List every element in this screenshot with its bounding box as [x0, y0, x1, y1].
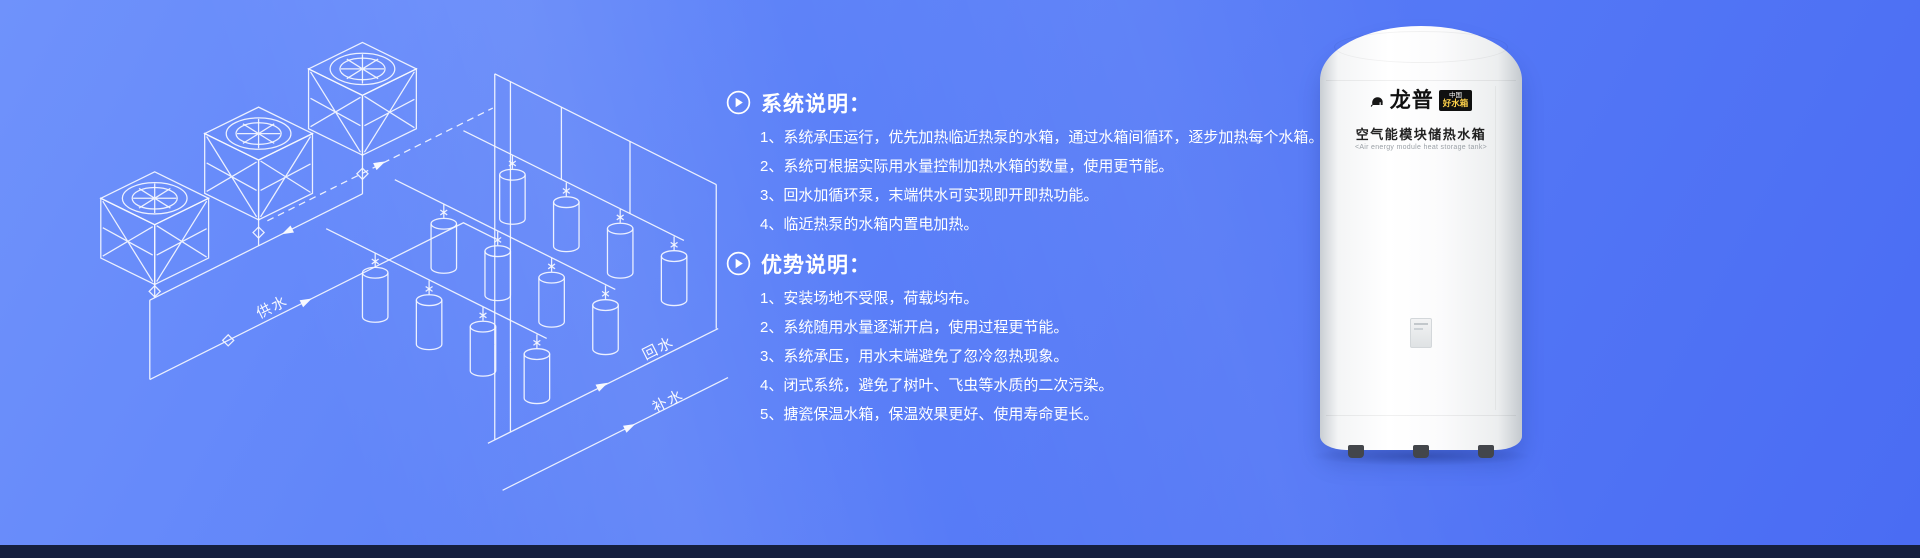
list-item: 1、安装场地不受限，荷载均布。	[760, 290, 979, 307]
product-tank-image: 龙普 中国 好水箱 空气能模块储热水箱 <Air energy module h…	[1310, 26, 1532, 466]
badge-line1: 中国	[1448, 92, 1462, 99]
description-panel: 系统说明： 1、系统承压运行，优先加热临近热泵的水箱，通过水箱间循环，逐步加热每…	[726, 86, 1366, 437]
system-points-list: 1、系统承压运行，优先加热临近热泵的水箱，通过水箱间循环，逐步加热每个水箱。 2…	[726, 123, 1366, 239]
brand-badge: 中国 好水箱	[1438, 90, 1473, 112]
tank-seam-bottom	[1326, 415, 1516, 416]
section-advantages-description: 优势说明： 1、安装场地不受限，荷载均布。 2、系统随用水量逐渐开启，使用过程更…	[726, 247, 1366, 429]
tank-seam-top	[1326, 80, 1516, 81]
bottom-dark-bar	[0, 545, 1920, 558]
play-circle-icon	[726, 251, 751, 276]
brand-row: 龙普 中国 好水箱	[1320, 89, 1522, 113]
list-item: 2、系统随用水量逐渐开启，使用过程更节能。	[760, 319, 1069, 336]
section-header: 系统说明：	[726, 86, 1366, 119]
list-item: 1、系统承压运行，优先加热临近热泵的水箱，通过水箱间循环，逐步加热每个水箱。	[760, 129, 1324, 146]
section-system-description: 系统说明： 1、系统承压运行，优先加热临近热泵的水箱，通过水箱间循环，逐步加热每…	[726, 86, 1366, 239]
section-title: 系统说明：	[761, 92, 871, 116]
advantage-points-list: 1、安装场地不受限，荷载均布。 2、系统随用水量逐渐开启，使用过程更节能。 3、…	[726, 284, 1366, 429]
section-header: 优势说明：	[726, 247, 1366, 280]
badge-line2: 好水箱	[1442, 98, 1469, 109]
tank-foot	[1348, 445, 1364, 458]
system-piping-schematic: 供水 回水 补水	[100, 41, 729, 491]
product-name: 空气能模块储热水箱	[1355, 127, 1487, 142]
section-title: 优势说明：	[761, 253, 871, 277]
product-name-en: <Air energy module heat storage tank>	[1354, 144, 1488, 151]
brand-name: 龙普	[1389, 89, 1434, 113]
tank-lid-line	[1334, 31, 1508, 63]
tank-body: 龙普 中国 好水箱 空气能模块储热水箱 <Air energy module h…	[1320, 26, 1522, 458]
list-item: 5、搪瓷保温水箱，保温效果更好、使用寿命更长。	[760, 406, 1099, 423]
list-item: 2、系统可根据实际用水量控制加热水箱的数量，使用更节能。	[760, 158, 1174, 175]
pipe-label-return: 回水	[640, 333, 677, 363]
elephant-logo-icon	[1370, 97, 1383, 107]
pipe-label-makeup: 补水	[650, 386, 687, 416]
list-item: 3、系统承压，用水末端避免了忽冷忽热现象。	[760, 348, 1069, 365]
energy-label-sticker	[1410, 318, 1432, 348]
list-item: 3、回水加循环泵，末端供水可实现即开即热功能。	[760, 187, 1099, 204]
list-item: 4、临近热泵的水箱内置电加热。	[760, 216, 979, 233]
play-circle-icon	[726, 90, 751, 115]
list-item: 4、闭式系统，避免了树叶、飞虫等水质的二次污染。	[760, 377, 1114, 394]
tank-foot	[1413, 445, 1429, 458]
tank-seam-vertical	[1495, 86, 1496, 410]
tank-foot	[1478, 445, 1494, 458]
